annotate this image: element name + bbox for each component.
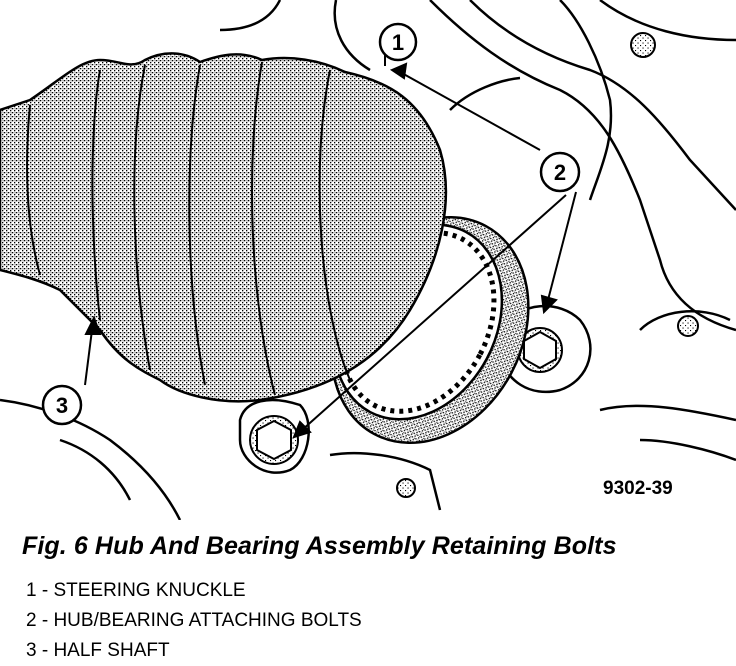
legend-item-half-shaft: 3 - HALF SHAFT xyxy=(26,640,170,661)
leader-lines xyxy=(84,48,577,439)
svg-text:3: 3 xyxy=(56,393,68,418)
legend: 1 - STEERING KNUCKLE 2 - HUB/BEARING ATT… xyxy=(26,576,362,666)
bolt-upper-right-hex xyxy=(523,330,557,370)
svg-text:2: 2 xyxy=(554,160,566,185)
bolt-lower-left-hex xyxy=(256,419,292,461)
legend-item-hub-bearing-bolts: 2 - HUB/BEARING ATTACHING BOLTS xyxy=(26,610,362,631)
callout-2: 2 xyxy=(539,151,581,193)
steering-knuckle xyxy=(0,0,736,520)
figure-code: 9302-39 xyxy=(603,478,673,499)
hub-bearing-illustration: 1 2 3 xyxy=(0,0,736,520)
callout-3: 3 xyxy=(41,384,83,426)
figure-caption: Fig. 6 Hub And Bearing Assembly Retainin… xyxy=(22,532,617,560)
bolt-heads xyxy=(249,32,699,498)
nut-right xyxy=(677,315,699,337)
technical-drawing: 1 2 3 xyxy=(0,0,736,520)
nut-bottom xyxy=(396,478,416,498)
cv-boot xyxy=(0,52,448,403)
legend-item-steering-knuckle: 1 - STEERING KNUCKLE xyxy=(26,580,246,601)
nut-top-right xyxy=(630,32,656,58)
svg-text:1: 1 xyxy=(392,30,404,55)
callout-1: 1 xyxy=(378,22,418,62)
